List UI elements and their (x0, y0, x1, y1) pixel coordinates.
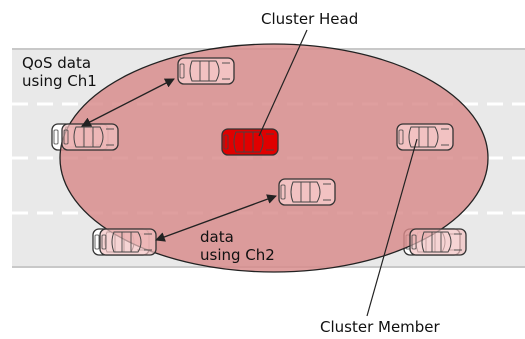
car-member-top (177, 57, 235, 85)
car-cluster-head (221, 128, 279, 156)
cluster-member-label: Cluster Member (320, 318, 440, 336)
cluster-member-callout (366, 138, 418, 317)
data-ch2-label: data using Ch2 (200, 228, 275, 264)
cluster-head-callout (258, 29, 308, 137)
car-member-bottom-right (409, 228, 467, 256)
car-member-bottom-left (99, 228, 157, 256)
car-member-middle (278, 178, 336, 206)
car-member-left (61, 123, 119, 151)
qos-data-label: QoS data using Ch1 (22, 54, 97, 90)
cluster-head-label: Cluster Head (261, 10, 359, 28)
car-member-right (396, 123, 454, 151)
data-link-arrow (155, 194, 277, 242)
qos-link-arrow (81, 78, 175, 127)
